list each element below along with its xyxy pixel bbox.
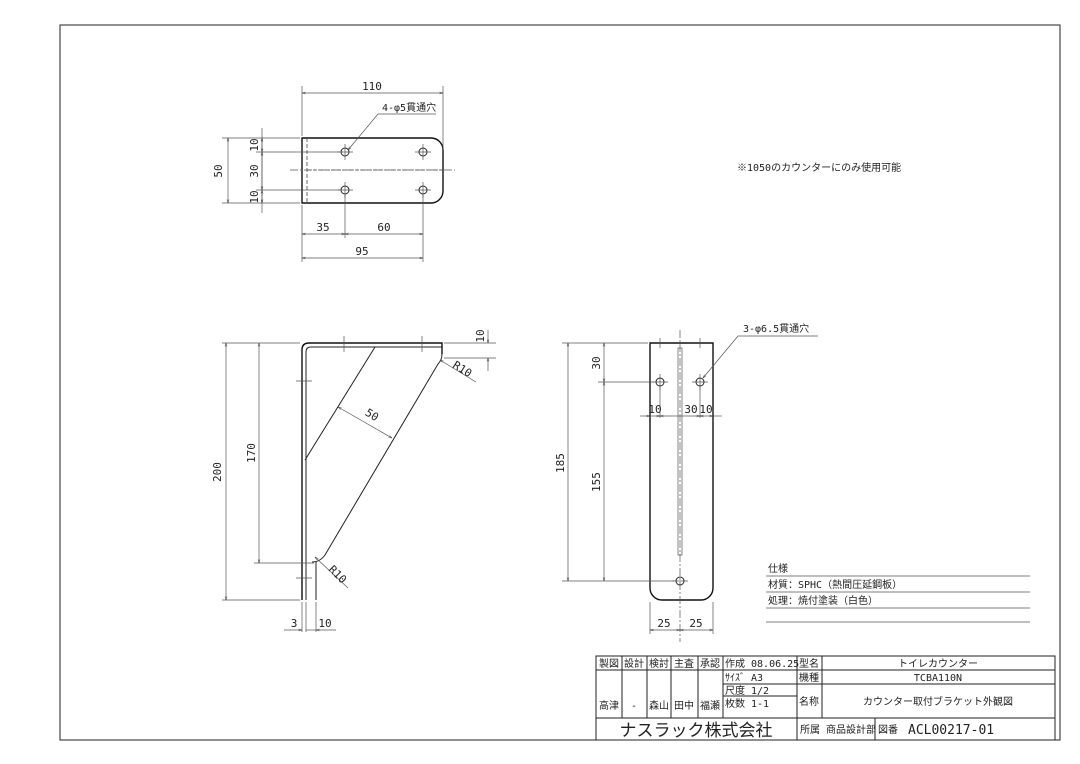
spec-material: 材質：SPHC（熱間圧延鋼板） — [768, 578, 902, 591]
stamp-chief: 田中 — [674, 699, 694, 712]
company-name: ナスラック株式会社 — [620, 721, 773, 741]
side-view: 200 170 50 10 R10 R10 3 10 — [211, 329, 496, 632]
stamp-checked: 森山 — [649, 699, 669, 712]
title-block: 製図 設計 検討 主査 承認 高津 - 森山 田中 福瀬 作成 08.06.25… — [595, 655, 1056, 741]
header-approved: 承認 — [700, 657, 720, 670]
dept-label: 所属 — [800, 724, 820, 736]
scale: 尺度 1/2 — [725, 684, 769, 697]
paper-size: ｻｲｽﾞ A3 — [725, 672, 763, 684]
sheet-count: 枚数 1-1 — [725, 697, 769, 710]
spec-finish: 処理：焼付塗装（白色） — [768, 594, 878, 607]
spec-title: 仕様 — [768, 562, 788, 575]
header-checked: 検討 — [649, 657, 669, 670]
dim-10-left: 10 — [648, 403, 661, 416]
drawing-number: ACL00217-01 — [908, 723, 994, 738]
dim-35: 35 — [316, 221, 329, 234]
dim-flange-10: 10 — [474, 329, 487, 342]
dim-25-left: 25 — [657, 617, 670, 630]
dim-10-top: 10 — [248, 138, 261, 151]
name-value: カウンター取付ブラケット外観図 — [863, 695, 1013, 708]
holes — [337, 144, 431, 198]
dim-60: 60 — [377, 221, 390, 234]
created-date: 作成 08.06.25 — [725, 658, 799, 670]
rib-inner-edge — [304, 346, 376, 461]
plate-outline — [301, 137, 444, 204]
dim-25-right: 25 — [689, 617, 702, 630]
bracket-outline — [301, 342, 443, 600]
name-label: 名称 — [799, 695, 819, 708]
stamp-approved: 福瀬 — [700, 699, 720, 712]
header-drafted: 製図 — [599, 657, 619, 670]
hole-callout-front: 3-φ6.5貫通穴 — [743, 322, 809, 335]
dim-30-front: 30 — [590, 356, 603, 369]
dim-10-right: 10 — [699, 403, 712, 416]
stamp-designed: - — [631, 701, 637, 712]
stamp-drafted: 高津 — [599, 699, 619, 712]
dim-185: 185 — [554, 453, 567, 473]
dim-30-pitch: 30 — [684, 403, 697, 416]
dept-value: 商品設計部 — [826, 723, 876, 736]
type-value: TCBA110N — [914, 673, 962, 684]
plate-outline-front — [649, 342, 714, 601]
dim-10-bottom: 10 — [248, 190, 261, 203]
type-label: 機種 — [799, 671, 819, 684]
dim-r10-bottom: R10 — [326, 563, 349, 586]
model-value: トイレカウンター — [898, 658, 978, 670]
dim-95: 95 — [355, 245, 368, 258]
front-view: 185 30 155 10 30 10 25 25 3-φ6.5貫通穴 — [554, 322, 818, 642]
hole-callout-top: 4-φ5貫通穴 — [382, 101, 436, 114]
sheet-border — [59, 24, 1061, 741]
header-designed: 設計 — [624, 657, 644, 670]
dim-155: 155 — [590, 472, 603, 492]
dim-50: 50 — [212, 164, 225, 177]
dim-r10-top: R10 — [450, 359, 474, 381]
spec-block: 仕様 材質：SPHC（熱間圧延鋼板） 処理：焼付塗装（白色） — [766, 562, 1030, 623]
dim-110: 110 — [362, 80, 382, 93]
header-chief: 主査 — [674, 657, 694, 670]
dim-3: 3 — [291, 617, 298, 630]
dim-170: 170 — [245, 443, 258, 463]
model-label: 型名 — [799, 657, 819, 670]
dim-30: 30 — [248, 164, 261, 177]
dim-rib-50: 50 — [363, 406, 381, 424]
dim-10-bottom-side: 10 — [318, 617, 331, 630]
dim-200: 200 — [211, 462, 224, 482]
drawing-number-label: 図番 — [878, 724, 898, 736]
usage-note: ※1050のカウンターにのみ使用可能 — [737, 161, 901, 174]
top-view: 110 4-φ5貫通穴 50 10 30 10 35 60 95 — [212, 80, 455, 262]
